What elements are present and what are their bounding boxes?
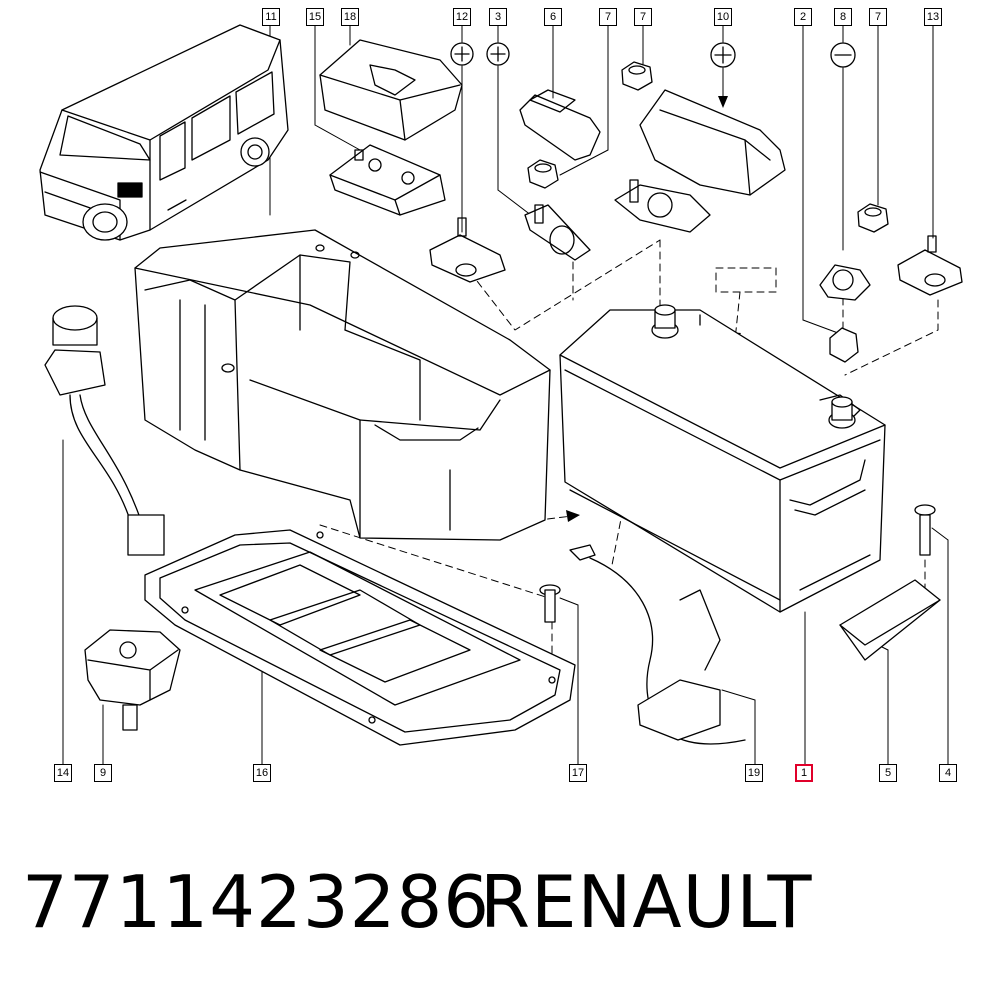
callout-13: 13 bbox=[924, 8, 942, 26]
fuse-box-18 bbox=[319, 39, 463, 141]
part-number: 7711423286 bbox=[22, 860, 491, 944]
bolt-4 bbox=[914, 504, 936, 556]
nut-7c bbox=[857, 203, 889, 233]
cable-19 bbox=[569, 544, 746, 745]
plus-icon bbox=[486, 42, 510, 66]
terminal-12 bbox=[429, 217, 506, 283]
clamp-3 bbox=[524, 204, 591, 261]
callout-8: 8 bbox=[834, 8, 852, 26]
battery bbox=[559, 304, 886, 613]
fuse-holder-15 bbox=[329, 144, 446, 216]
terminal-clamp-pos bbox=[614, 179, 711, 233]
callout-4: 4 bbox=[939, 764, 957, 782]
callout-7: 7 bbox=[869, 8, 887, 26]
callout-11: 11 bbox=[262, 8, 280, 26]
battery-tray bbox=[134, 229, 551, 541]
callout-7: 7 bbox=[634, 8, 652, 26]
callout-15: 15 bbox=[306, 8, 324, 26]
callout-9: 9 bbox=[94, 764, 112, 782]
callout-12: 12 bbox=[453, 8, 471, 26]
switch-14 bbox=[44, 305, 165, 556]
brand-name: RENAULT bbox=[480, 860, 813, 944]
leader-lines bbox=[62, 25, 949, 766]
callout-6: 6 bbox=[544, 8, 562, 26]
terminal-13 bbox=[897, 235, 963, 296]
cut-off-9 bbox=[84, 629, 181, 731]
van-illustration bbox=[39, 24, 289, 241]
plus-icon bbox=[450, 42, 474, 66]
terminal-cover-10 bbox=[639, 89, 786, 196]
callout-2: 2 bbox=[794, 8, 812, 26]
bracket-5 bbox=[839, 579, 941, 661]
nut-7a bbox=[527, 159, 559, 189]
callout-7: 7 bbox=[599, 8, 617, 26]
terminal-8 bbox=[819, 264, 871, 301]
callout-14: 14 bbox=[54, 764, 72, 782]
plus-icon bbox=[710, 42, 736, 68]
terminal-2 bbox=[829, 327, 859, 363]
base-plate bbox=[144, 529, 576, 746]
cover-6 bbox=[519, 89, 601, 161]
nut-7b bbox=[621, 61, 653, 91]
callout-19: 19 bbox=[745, 764, 763, 782]
callout-10: 10 bbox=[714, 8, 732, 26]
callout-5: 5 bbox=[879, 764, 897, 782]
callout-1-highlighted: 1 bbox=[795, 764, 813, 782]
bolt-17 bbox=[539, 584, 561, 623]
minus-icon bbox=[830, 42, 856, 68]
callout-18: 18 bbox=[341, 8, 359, 26]
callout-17: 17 bbox=[569, 764, 587, 782]
callout-16: 16 bbox=[253, 764, 271, 782]
callout-3: 3 bbox=[489, 8, 507, 26]
